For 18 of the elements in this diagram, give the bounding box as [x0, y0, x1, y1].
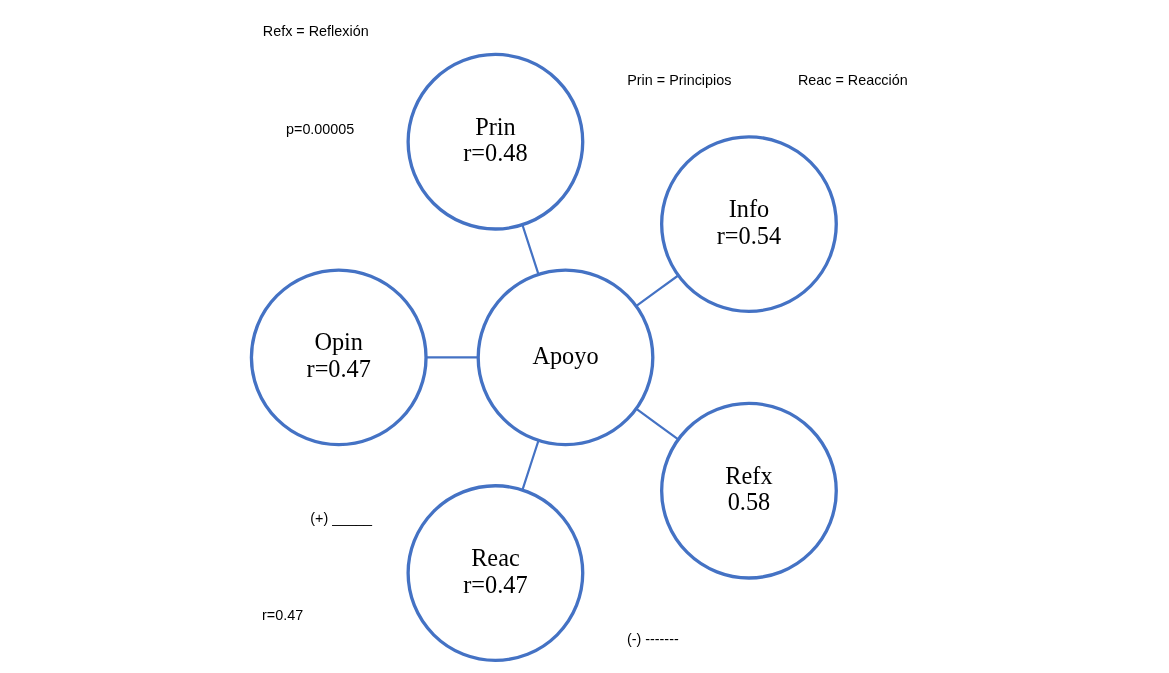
label: Refx = Reflexión: [262, 23, 369, 40]
label: Reac = Reacción: [797, 71, 908, 88]
node-circle: Refx 0.58: [659, 401, 838, 580]
connector: [635, 408, 679, 441]
node-circle: Prin r=0.48: [405, 52, 584, 231]
connector: [520, 224, 540, 275]
label: Prin = Principios: [626, 71, 731, 88]
label: r=0.47: [261, 606, 303, 623]
connector: [425, 356, 478, 359]
connector: [520, 440, 540, 491]
node-circle: Reac r=0.47: [405, 484, 584, 663]
label: p=0.00005: [285, 120, 354, 137]
label: (-) -------: [626, 631, 679, 648]
label: (+) _____: [309, 509, 372, 526]
connector: [635, 274, 679, 307]
node-circle: Apoyo: [476, 268, 654, 447]
node-circle: Info r=0.54: [659, 135, 838, 314]
node-circle: Opin r=0.47: [249, 268, 428, 447]
